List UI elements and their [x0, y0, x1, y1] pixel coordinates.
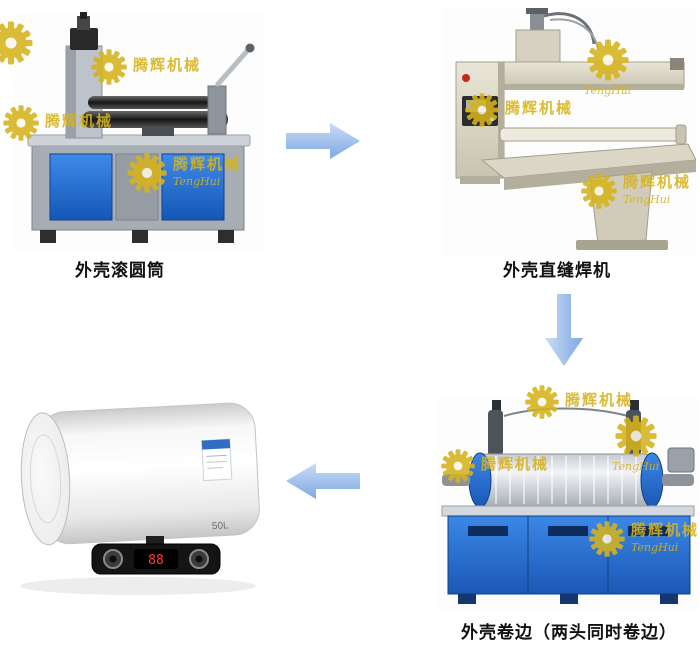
capacity-label: 50L: [212, 520, 230, 532]
control-panel: 88: [91, 536, 221, 575]
step-seam-welder: [442, 8, 696, 256]
product-water-heater: 50L 88: [6, 386, 270, 614]
step-label-welder: 外壳直缝焊机: [503, 261, 611, 280]
led-display: 88: [148, 553, 164, 568]
rolling-machine-photo: [14, 12, 264, 252]
seam-welder-photo: [442, 8, 696, 256]
step-label-rolling: 外壳滚圆筒: [75, 261, 165, 280]
crimping-machine-photo: [438, 398, 698, 610]
step-label-crimping: 外壳卷边（两头同时卷边）: [461, 623, 677, 642]
water-heater-photo: 50L 88: [20, 402, 260, 595]
step-crimping-machine: [438, 398, 698, 610]
arrow-right-icon: [286, 123, 360, 159]
arrow-left-icon: [286, 463, 360, 499]
step-rolling-machine: [14, 12, 264, 252]
arrow-down-icon: [545, 294, 583, 366]
spec-sticker: [201, 438, 233, 482]
